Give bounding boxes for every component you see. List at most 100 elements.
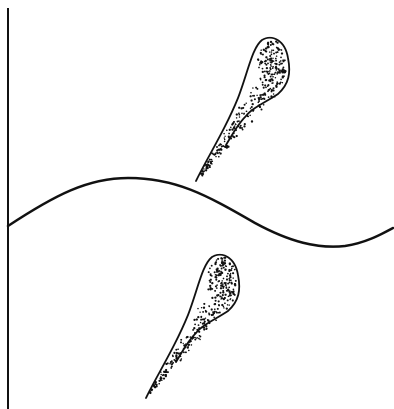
- stipple-dot: [221, 268, 223, 270]
- stipple-dot: [226, 266, 227, 267]
- stipple-dot: [188, 341, 190, 343]
- stipple-dot: [198, 324, 200, 326]
- stipple-dot: [172, 355, 174, 357]
- stipple-dot: [266, 79, 268, 81]
- stipple-dot: [224, 259, 226, 261]
- stipple-dot: [201, 170, 203, 172]
- stipple-dot: [265, 50, 267, 52]
- stipple-dot: [215, 261, 217, 263]
- stipple-dot: [227, 273, 229, 275]
- stipple-dot: [238, 120, 240, 122]
- stipple-dot: [232, 122, 234, 124]
- stipple-dot: [225, 257, 227, 259]
- stipple-dot: [230, 292, 232, 294]
- stipple-dot: [163, 378, 165, 380]
- stipple-dot: [181, 358, 182, 359]
- stipple-dot: [225, 284, 227, 286]
- stipple-dot: [271, 60, 273, 62]
- stipple-dot: [272, 66, 274, 68]
- stipple-dot: [183, 348, 185, 350]
- stipple-dot: [272, 67, 274, 69]
- stipple-dot: [239, 127, 241, 129]
- stipple-dot: [220, 283, 222, 285]
- stipple-dot: [214, 308, 216, 310]
- stipple-dot: [221, 261, 223, 263]
- stipple-dot: [236, 117, 238, 119]
- stipple-dot: [173, 359, 175, 361]
- stipple-dot: [260, 52, 262, 54]
- stipple-dot: [215, 303, 216, 304]
- stipple-dot: [239, 116, 241, 118]
- stipple-dot: [276, 55, 278, 57]
- stipple-dot: [264, 74, 266, 76]
- stipple-dot: [246, 110, 248, 112]
- stipple-dot: [209, 281, 211, 283]
- stipple-dot: [200, 322, 202, 324]
- stipple-dot: [263, 104, 265, 106]
- stipple-dot: [254, 98, 256, 100]
- stipple-dot: [270, 76, 272, 78]
- stipple-dot: [255, 87, 257, 89]
- stipple-dot: [215, 300, 217, 302]
- stipple-dot: [272, 43, 274, 45]
- stipple-dot: [228, 304, 229, 305]
- stipple-dot: [206, 165, 208, 167]
- stipple-dot: [256, 95, 257, 96]
- stipple-dot: [272, 74, 274, 76]
- stipple-dot: [251, 106, 253, 108]
- stipple-dot: [227, 304, 228, 305]
- stipple-dot: [218, 270, 220, 272]
- stipple-dot: [160, 371, 161, 372]
- stipple-dot: [175, 357, 177, 359]
- stipple-dot: [198, 338, 200, 340]
- stipple-dot: [226, 130, 228, 132]
- stipple-dot: [198, 327, 200, 329]
- stipple-dot: [272, 76, 274, 78]
- stipple-dot: [215, 319, 217, 321]
- stipple-dot: [227, 299, 229, 301]
- stipple-dot: [220, 265, 222, 267]
- stipple-dot: [271, 49, 273, 51]
- stipple-dot: [235, 129, 237, 131]
- stipple-dot: [209, 287, 211, 289]
- stipple-dot: [238, 112, 240, 114]
- stipple-dot: [204, 170, 206, 172]
- stipple-dot: [228, 291, 230, 293]
- stipple-dot: [226, 278, 228, 280]
- stipple-dot: [269, 67, 271, 69]
- stipple-dot: [180, 339, 182, 341]
- stipple-dot: [275, 77, 276, 78]
- stipple-dot: [267, 46, 269, 48]
- stipple-dot: [216, 146, 218, 148]
- stipple-dot: [277, 51, 279, 53]
- stipple-dot: [215, 154, 216, 155]
- stipple-dot: [269, 55, 271, 57]
- stipple-dot: [260, 49, 262, 51]
- stipple-dot: [190, 336, 192, 338]
- stipple-dot: [216, 259, 217, 260]
- stipple-dot: [240, 107, 242, 109]
- stipple-dot: [209, 159, 211, 161]
- stipple-dot: [176, 352, 178, 354]
- stipple-dot: [213, 316, 215, 318]
- stipple-dot: [241, 112, 243, 114]
- stipple-dot: [201, 327, 203, 329]
- stipple-dot: [209, 165, 211, 167]
- stipple-dot: [245, 103, 246, 104]
- stipple-dot: [229, 279, 231, 281]
- stipple-dot: [270, 41, 272, 43]
- stipple-dot: [197, 308, 198, 309]
- stipple-dot: [223, 133, 225, 135]
- stipple-dot: [282, 82, 283, 83]
- stipple-dot: [230, 269, 232, 271]
- stipple-dot: [180, 341, 182, 343]
- stipple-dot: [216, 269, 218, 271]
- stipple-dot: [260, 108, 262, 110]
- stipple-dot: [273, 89, 275, 91]
- stipple-dot: [252, 103, 254, 105]
- stipple-dot: [211, 265, 213, 267]
- stipple-dot: [188, 344, 190, 346]
- stipple-dot: [204, 325, 206, 327]
- stipple-dot: [258, 104, 260, 106]
- stipple-dot: [170, 367, 171, 368]
